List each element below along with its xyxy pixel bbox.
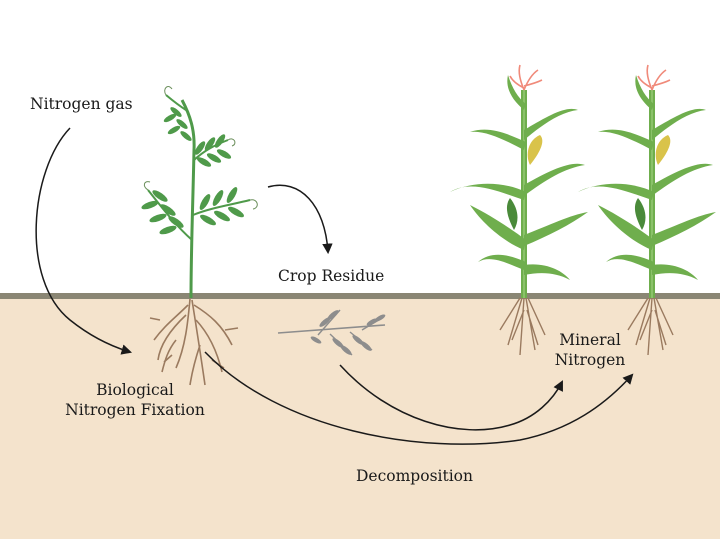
arrow-residue-to-mineral-nitrogen	[339, 364, 563, 431]
arrow-legume-to-residue	[267, 184, 333, 255]
label-biological-nitrogen-fixation: Biological Nitrogen Fixation	[45, 380, 225, 420]
label-nitrogen-gas: Nitrogen gas	[30, 95, 133, 113]
label-bnf-line1: Biological	[96, 381, 174, 399]
label-mineral-line2: Nitrogen	[554, 351, 626, 369]
corn-tassel-left	[509, 64, 543, 91]
corn-plant-right	[578, 64, 716, 356]
label-mineral-nitrogen: Mineral Nitrogen	[545, 330, 635, 370]
label-bnf-line2: Nitrogen Fixation	[65, 401, 205, 419]
arrow-roots-to-mineral-nitrogen	[204, 351, 634, 445]
soil-area	[0, 298, 720, 539]
corn-plant-left	[450, 64, 588, 356]
label-mineral-line1: Mineral	[559, 331, 621, 349]
label-crop-residue: Crop Residue	[278, 267, 385, 285]
corn-tassel-right	[637, 64, 671, 91]
crop-residue	[277, 309, 386, 356]
label-decomposition: Decomposition	[356, 467, 473, 485]
arrow-nitrogen-gas-to-fixation	[35, 127, 133, 355]
legume-roots	[149, 298, 239, 386]
legume-plant	[141, 86, 258, 386]
ground-line	[0, 293, 720, 299]
